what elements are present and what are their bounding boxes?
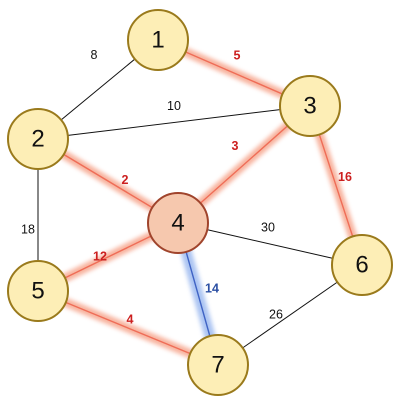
edge-line	[37, 105, 311, 140]
node-circle	[7, 260, 69, 322]
node-circle	[331, 234, 393, 296]
edge-2-3[interactable]	[37, 105, 311, 140]
node-label: 7	[211, 351, 224, 378]
node-circle	[187, 334, 249, 396]
edge-weight-1-2: 8	[91, 48, 98, 62]
edge-5-7[interactable]	[33, 286, 223, 370]
node-circle	[279, 75, 341, 137]
edge-4-6[interactable]	[177, 222, 363, 266]
edge-weight-2-4: 2	[122, 173, 129, 187]
edge-weight-1-3: 5	[234, 48, 241, 62]
node-circle	[127, 9, 189, 71]
edge-weight-2-3: 10	[167, 99, 181, 113]
edge-labels-layer: 8 5 10 2 18 3 16 12 30 14 4 26	[21, 48, 352, 327]
node-label: 5	[31, 277, 44, 304]
node-label: 2	[31, 125, 44, 152]
node-label: 3	[303, 92, 316, 119]
node-label: 1	[151, 26, 164, 53]
node-5[interactable]: 5	[7, 260, 69, 322]
edge-weight-2-5: 18	[21, 222, 35, 236]
node-2[interactable]: 2	[7, 108, 69, 170]
edge-line	[177, 222, 363, 266]
node-3[interactable]: 3	[279, 75, 341, 137]
node-7[interactable]: 7	[187, 334, 249, 396]
node-circle	[7, 108, 69, 170]
edge-weight-3-6: 16	[338, 170, 352, 184]
edge-line	[37, 290, 219, 366]
node-4[interactable]: 4	[147, 192, 209, 254]
edge-weight-3-4: 3	[232, 139, 239, 153]
node-label: 6	[355, 251, 368, 278]
edge-weight-4-7: 14	[205, 281, 219, 295]
node-1[interactable]: 1	[127, 9, 189, 71]
node-6[interactable]: 6	[331, 234, 393, 296]
edge-weight-4-6: 30	[261, 220, 275, 234]
edge-weight-5-7: 4	[127, 312, 134, 326]
edge-weight-6-7: 26	[269, 307, 283, 321]
edge-weight-4-5: 12	[93, 249, 107, 263]
node-label: 4	[171, 209, 184, 236]
node-circle	[147, 192, 209, 254]
